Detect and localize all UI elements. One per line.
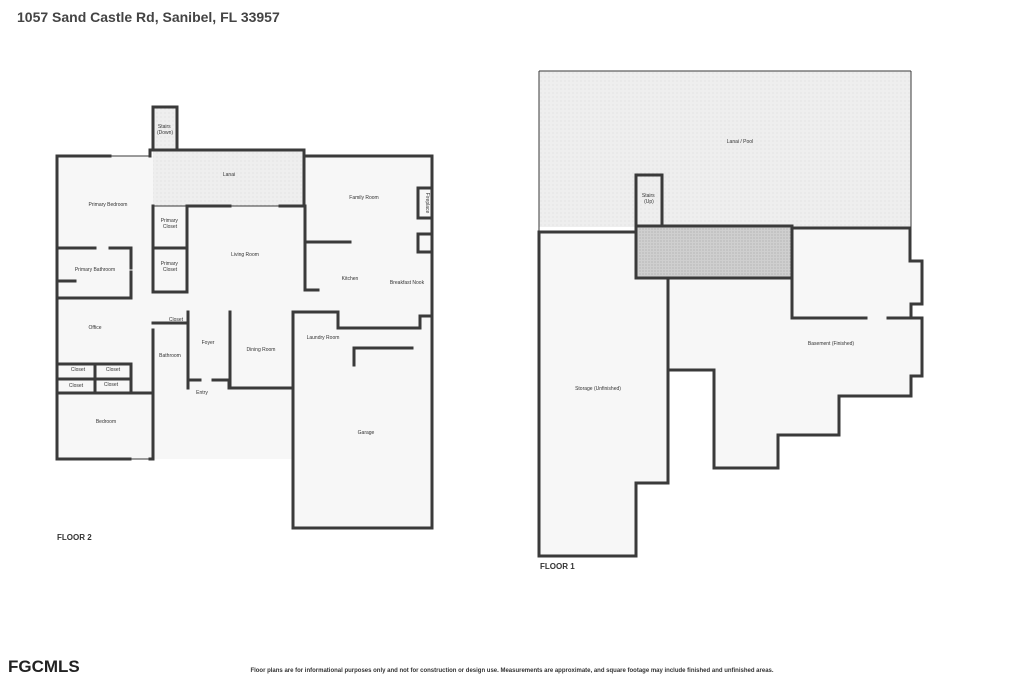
floor-1-label: FLOOR 1 (540, 562, 575, 571)
room-label-closet-a: Closet (71, 367, 86, 373)
room-label-closet-d: Closet (104, 382, 119, 388)
listing-address: 1057 Sand Castle Rd, Sanibel, FL 33957 (17, 9, 280, 25)
room-label-storage: Storage (Unfinished) (575, 386, 621, 392)
floor-1-plan: Lanai / Pool Stairs (Up) Basement (Finis… (537, 70, 924, 571)
room-label-primary-bathroom: Primary Bathroom (75, 267, 115, 273)
room-label-lanai-pool: Lanai / Pool (727, 139, 753, 145)
mls-logo: FGCMLS (8, 657, 80, 676)
room-label-laundry-room: Laundry Room (307, 335, 340, 341)
floor-2-label: FLOOR 2 (57, 533, 92, 542)
room-label-closet-hall: Closet (169, 317, 184, 323)
floor-2-plan: Stairs (Down) Lanai Primary Bedroom Prim… (55, 105, 434, 542)
lanai-pool-area (539, 71, 911, 227)
room-label-stairs-down: Stairs (Down) (157, 124, 173, 136)
room-label-stairs-up: Stairs (Up) (642, 193, 656, 205)
room-label-primary-bedroom: Primary Bedroom (89, 202, 128, 208)
room-label-breakfast-nook: Breakfast Nook (390, 280, 425, 286)
room-label-primary-closet-1: Primary Closet (161, 218, 180, 230)
dark-patio-area (636, 226, 792, 278)
disclaimer-text: Floor plans are for informational purpos… (250, 668, 774, 674)
room-label-foyer: Foyer (202, 340, 215, 346)
stairs-up-area (636, 175, 662, 226)
room-label-entry: Entry (196, 390, 208, 396)
room-label-lanai: Lanai (223, 172, 235, 178)
room-label-family-room: Family Room (349, 195, 378, 201)
room-label-garage: Garage (358, 430, 375, 436)
room-label-closet-b: Closet (106, 367, 121, 373)
room-label-primary-closet-2: Primary Closet (161, 261, 180, 273)
room-label-dining-room: Dining Room (247, 347, 276, 353)
room-label-closet-c: Closet (69, 383, 84, 389)
room-label-fireplace: Fireplace (424, 193, 430, 214)
room-label-basement: Basement (Finished) (808, 341, 854, 347)
room-label-living-room: Living Room (231, 252, 259, 258)
room-label-bedroom: Bedroom (96, 419, 116, 425)
stairs-down-area (153, 107, 177, 150)
room-label-kitchen: Kitchen (342, 276, 359, 282)
room-label-office: Office (89, 325, 102, 331)
room-label-bathroom: Bathroom (159, 353, 181, 359)
lanai-area (153, 150, 304, 206)
